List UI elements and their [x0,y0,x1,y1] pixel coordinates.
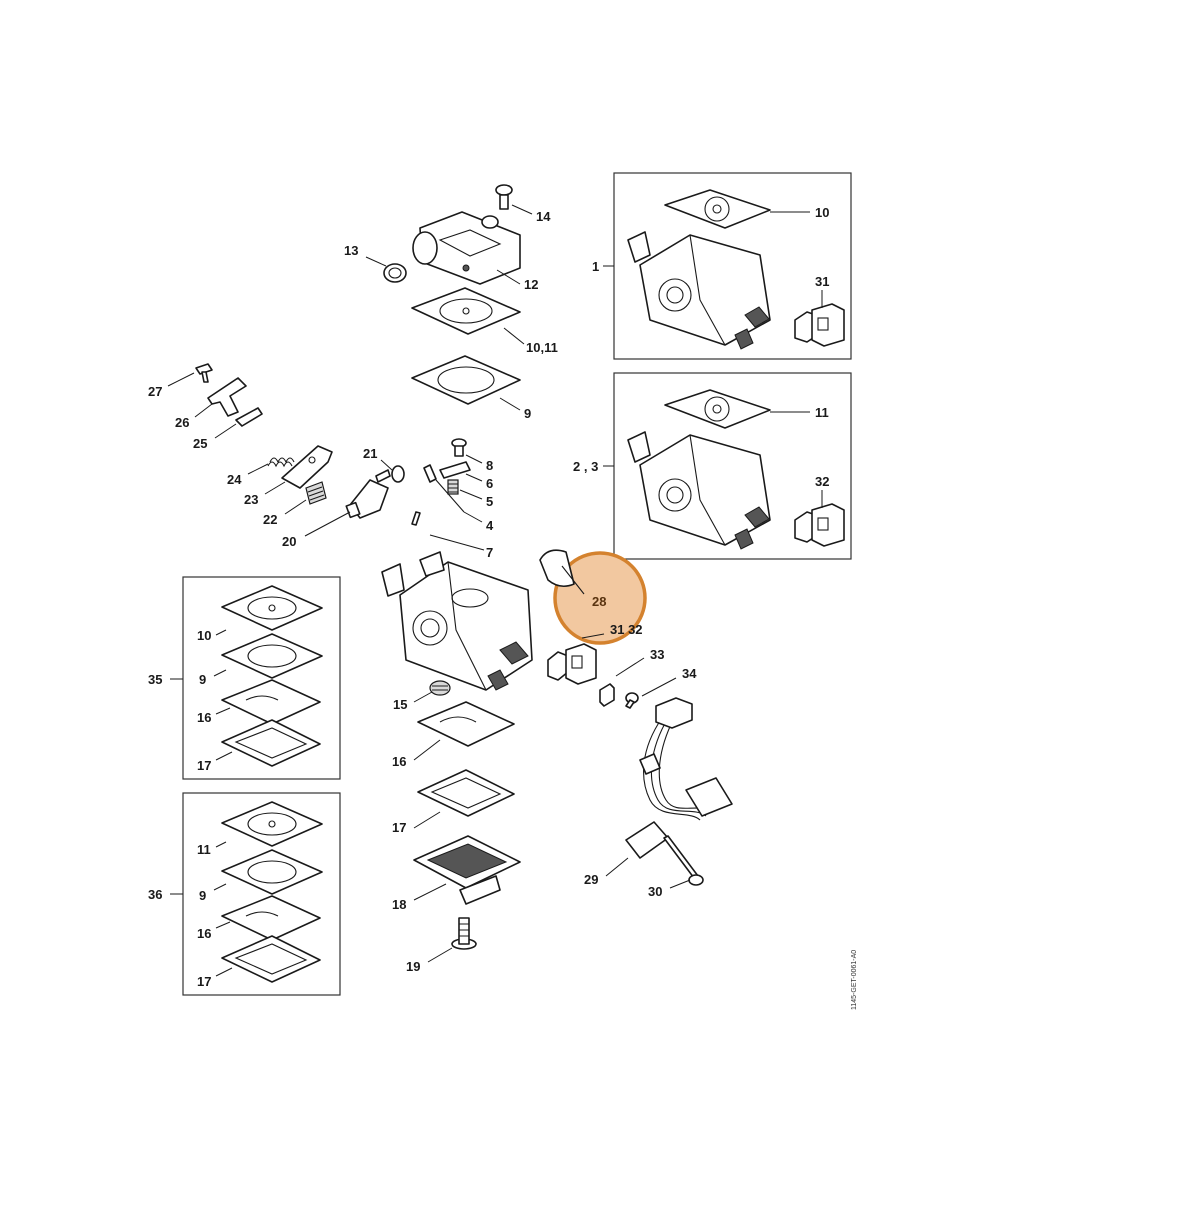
carburetor-assembly-1[interactable] [627,189,845,350]
callout-19: 19 [406,959,420,974]
callout-23: 23 [244,492,258,507]
callout-6: 6 [486,476,493,491]
part-33-clip[interactable] [599,683,615,707]
part-34-screw[interactable] [625,692,639,709]
part-6-lever[interactable] [439,461,471,479]
callout-14: 14 [536,209,551,224]
callout-15: 15 [393,697,407,712]
callout-28: 28 [592,594,606,609]
callout-35: 35 [148,672,162,687]
callout-11-box: 11 [815,405,829,420]
callout-9-top: 9 [524,406,531,421]
part-30-bolt[interactable] [663,835,704,886]
callout-18: 18 [392,897,406,912]
callout-16-center: 16 [392,754,406,769]
part-15-filter[interactable] [429,680,451,696]
part-10-11-diaphragm[interactable] [411,287,521,335]
part-23-metering-lever[interactable] [281,445,333,489]
part-20-valve[interactable] [345,479,389,519]
callout-34: 34 [682,666,697,681]
callout-4: 4 [486,518,494,533]
highlight-circle [553,551,647,645]
callout-26: 26 [175,415,189,430]
part-7-pin[interactable] [411,511,421,526]
callout-29: 29 [584,872,598,887]
callout-31-32: 31 32 [610,622,643,637]
callout-21: 21 [363,446,377,461]
callout-5: 5 [486,494,493,509]
part-24-spring[interactable] [267,457,295,468]
part-8-screw[interactable] [451,438,467,457]
callout-10-11: 10,11 [526,340,558,355]
carburetor-assembly-2-3[interactable] [627,389,845,550]
callout-10-kit35: 10 [197,628,211,643]
callout-17-kit35: 17 [197,758,211,773]
callout-16-kit36: 16 [197,926,211,941]
part-16-diaphragm[interactable] [417,701,515,747]
callout-17-kit36: 17 [197,974,211,989]
callout-22: 22 [263,512,277,527]
callout-27: 27 [148,384,162,399]
part-5-spring[interactable] [447,479,459,495]
reference-code: 1145-GET-0061-A0 [851,950,858,1010]
callout-36: 36 [148,887,162,902]
callout-32-box: 32 [815,474,829,489]
callout-16-kit35: 16 [197,710,211,725]
part-25-arm[interactable] [235,407,263,427]
callout-30: 30 [648,884,662,899]
callout-2-3: 2 , 3 [573,459,598,474]
part-19-screw[interactable] [451,917,477,950]
callout-33: 33 [650,647,664,662]
callout-7: 7 [486,545,493,560]
callout-9-kit36: 9 [199,888,206,903]
part-14-screw[interactable] [495,184,513,210]
part-9-gasket[interactable] [411,355,521,405]
part-needle[interactable] [423,464,465,513]
carburetor-body[interactable] [381,551,533,691]
part-17-gasket[interactable] [417,769,515,817]
part-28-highlight[interactable]: 28 [539,549,647,645]
callout-13: 13 [344,243,358,258]
callout-24: 24 [227,472,242,487]
kit-box-35 [182,576,341,780]
callout-9-kit35: 9 [199,672,206,687]
part-29-harness[interactable] [625,697,733,859]
callout-31-box: 31 [815,274,829,289]
part-22-spring[interactable] [305,481,327,505]
part-18-end-cover[interactable] [413,835,521,905]
part-31-32-valve[interactable] [547,643,597,685]
callout-12: 12 [524,277,538,292]
callout-10-box: 10 [815,205,829,220]
callout-8: 8 [486,458,493,473]
part-27-pin[interactable] [195,363,213,383]
part-12-pump-cover[interactable] [412,211,521,285]
part-26-lever[interactable] [207,377,247,417]
callout-17-center: 17 [392,820,406,835]
kit-35-parts[interactable] [221,585,323,767]
callout-25: 25 [193,436,207,451]
part-13-ring[interactable] [383,263,407,283]
kit-36-parts[interactable] [221,801,323,983]
callout-20: 20 [282,534,296,549]
callout-11-kit36: 11 [197,842,211,857]
part-21-screw[interactable] [375,465,405,483]
callout-1: 1 [592,259,599,274]
